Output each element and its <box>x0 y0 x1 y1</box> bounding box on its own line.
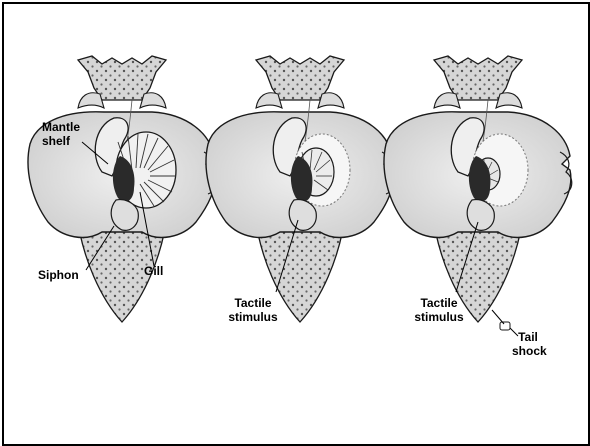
tail-shock-label: Tail shock <box>512 330 544 358</box>
tactile-stimulus-label-panel-3: Tactile stimulus <box>410 296 468 324</box>
siphon-label: Siphon <box>38 268 79 282</box>
panel-habituation <box>206 56 394 322</box>
panel-control <box>28 56 216 322</box>
tactile-stimulus-label-panel-2: Tactile stimulus <box>224 296 282 324</box>
panel-sensitization <box>384 56 572 336</box>
mantle-shelf-label: Mantle shelf <box>42 120 94 148</box>
gill-label: Gill <box>144 264 163 278</box>
